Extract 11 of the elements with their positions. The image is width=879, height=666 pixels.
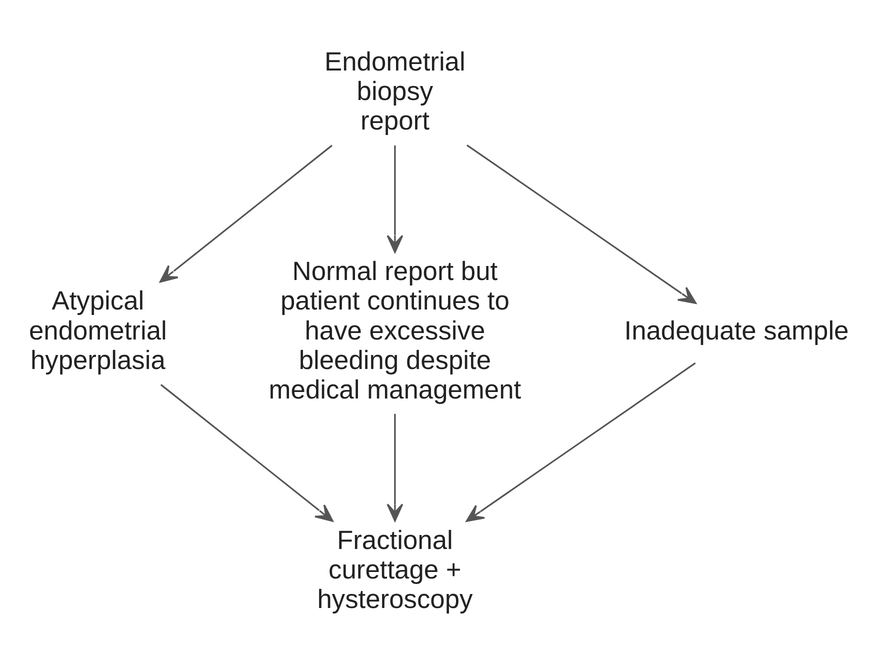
arrow [386,145,404,253]
node-text: Atypical endometrial hyperplasia [28,286,167,375]
arrow [160,384,334,522]
arrow [160,144,332,283]
node-text: Normal report but patient continues to have excessive bleeding despite medical management [268,256,522,405]
node-text: Endometrial biopsy report [324,46,466,136]
arrow [386,414,404,522]
node-text: Inadequate sample [624,315,849,346]
arrow [466,144,696,304]
arrow [466,362,696,522]
node-text: Fractional curettage + hysteroscopy [317,524,473,614]
